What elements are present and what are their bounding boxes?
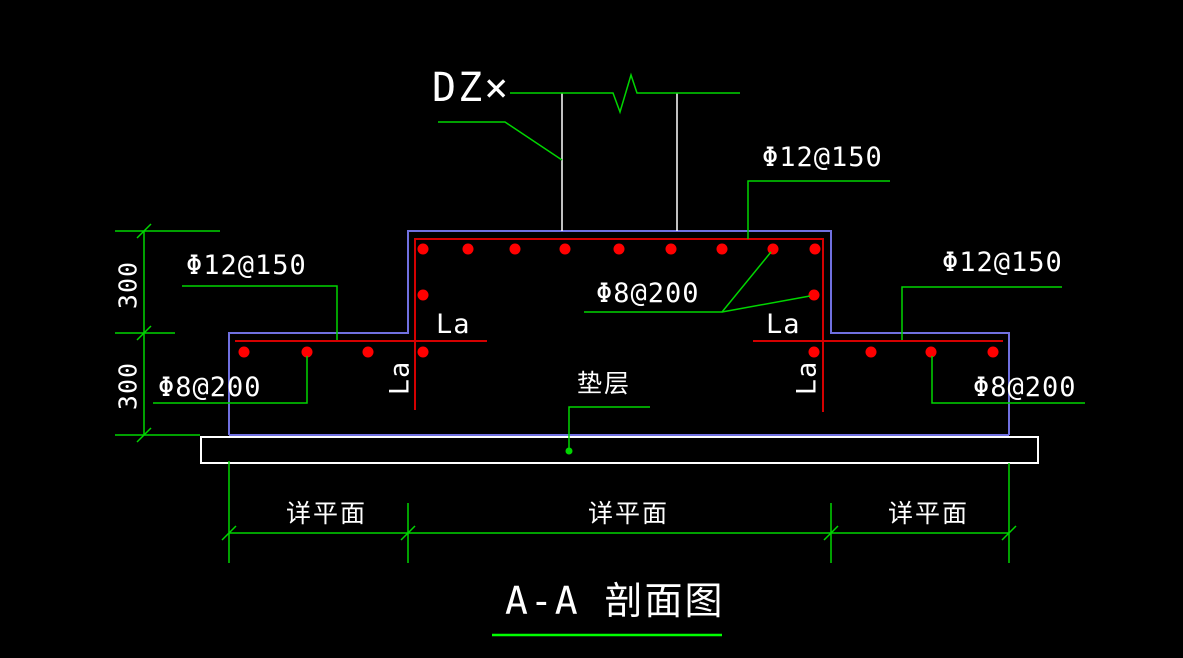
cushion-outline [200, 436, 1039, 464]
anchorage-label-left-v: La [384, 360, 416, 396]
dimension-300-upper: 300 [113, 260, 143, 310]
center-rebar-cage [414, 238, 824, 412]
plan-ref-center: 详平面 [588, 499, 670, 528]
anchorage-label-left-h: La [436, 309, 471, 340]
plan-ref-left: 详平面 [286, 499, 368, 528]
rebar-label-right-12: Φ12@150 [942, 247, 1063, 278]
anchorage-label-right-v: La [791, 360, 823, 396]
foundation-outline [228, 230, 1010, 436]
rebar-leader-lines [153, 180, 1085, 404]
rebar-label-top-right: Φ12@150 [762, 142, 883, 173]
column-mark-leader [438, 121, 563, 161]
left-dimension-chain [115, 223, 220, 443]
rebar-label-center-8: Φ8@200 [596, 278, 700, 309]
cushion-leader [565, 406, 650, 455]
column-lines [561, 93, 678, 231]
rebar-label-right-8: Φ8@200 [973, 372, 1077, 403]
rebar-label-left-12: Φ12@150 [186, 250, 307, 281]
rebar-section-dots [238, 243, 999, 358]
cushion-label: 垫层 [577, 369, 632, 398]
dimension-300-lower: 300 [113, 361, 143, 411]
column-mark-label: DZ× [432, 65, 511, 111]
anchorage-label-right-h: La [766, 309, 801, 340]
bottom-dimension-line [221, 461, 1017, 563]
rebar-label-left-8: Φ8@200 [158, 372, 262, 403]
drawing-title: A-A 剖面图 [505, 579, 725, 623]
column-break-line [510, 72, 740, 115]
plan-ref-right: 详平面 [888, 499, 970, 528]
